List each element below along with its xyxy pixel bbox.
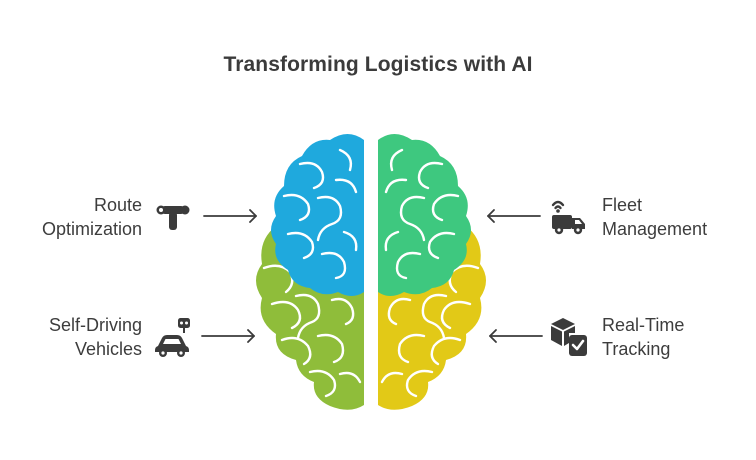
connected-truck-icon [551, 200, 585, 235]
label-real-time-tracking: Real-Time Tracking [602, 313, 742, 361]
label-self-driving-line1: Self-Driving [48, 315, 142, 335]
label-tracking-line1: Real-Time [602, 315, 685, 335]
label-fleet-line1: Fleet [602, 195, 643, 215]
label-self-driving-line2: Vehicles [74, 339, 142, 359]
label-route-line2: Optimization [41, 219, 142, 239]
autonomous-car-icon [155, 318, 190, 357]
label-self-driving-vehicles: Self-Driving Vehicles [20, 313, 142, 361]
arrow-fleet-to-brain [487, 209, 541, 223]
label-fleet-management: Fleet Management [602, 193, 742, 241]
arrow-route-to-brain [203, 209, 257, 223]
route-icon [156, 205, 190, 230]
brain-lobe-fleet [378, 134, 471, 296]
page-title: Transforming Logistics with AI [223, 53, 533, 76]
brain-diagram [256, 134, 486, 410]
label-route-optimization: Route Optimization [20, 193, 142, 241]
label-route-line1: Route [93, 195, 142, 215]
label-tracking-line2: Tracking [602, 339, 671, 359]
package-check-icon [551, 318, 587, 356]
label-fleet-line2: Management [602, 219, 708, 239]
arrow-tracking-to-brain [489, 329, 543, 343]
brain-lobe-route [271, 134, 364, 296]
arrow-self-driving-to-brain [201, 329, 255, 343]
